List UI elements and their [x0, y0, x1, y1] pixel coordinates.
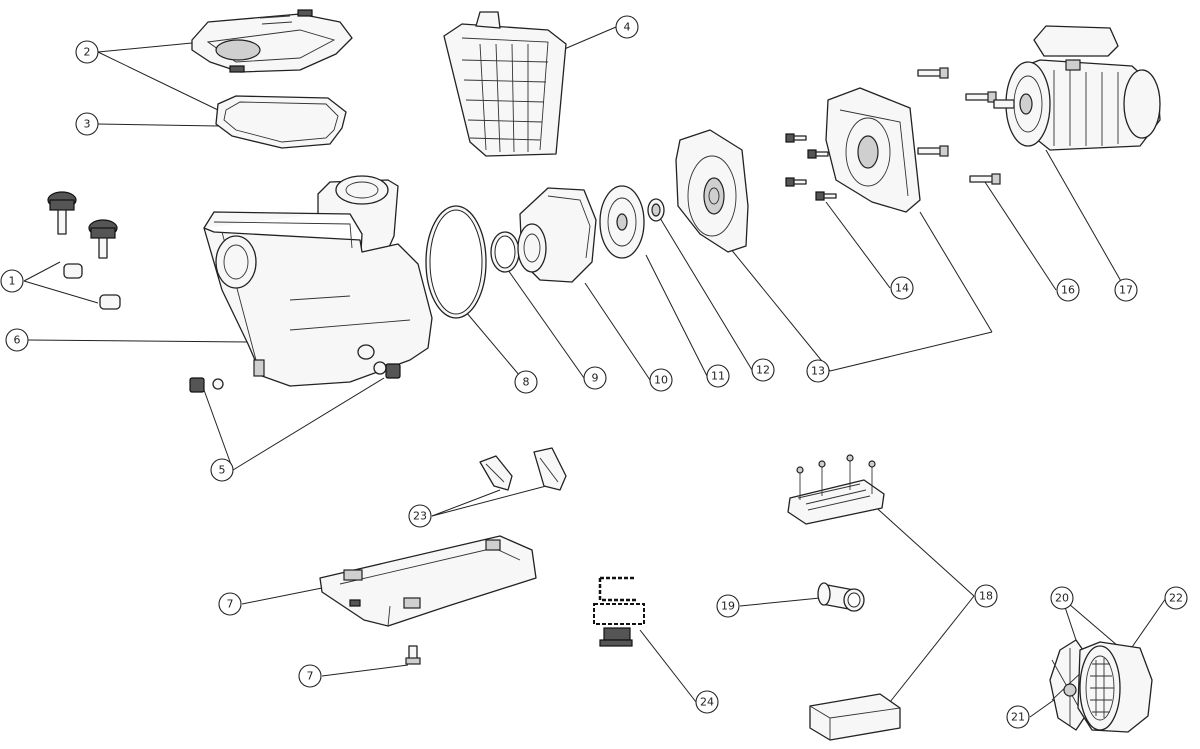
callout-24: 24: [695, 690, 719, 714]
callout-14-label: 14: [895, 282, 909, 295]
callout-11: 11: [706, 364, 730, 388]
electric-motor: [993, 25, 1161, 151]
knob-bolts: [47, 191, 121, 310]
callout-18-label: 18: [979, 590, 993, 603]
callout-6: 6: [5, 328, 29, 352]
callout-10-label: 10: [654, 374, 668, 387]
callout-2: 2: [75, 40, 99, 64]
callout-1-label: 1: [9, 275, 16, 288]
callout-22-label: 22: [1169, 592, 1183, 605]
callout-11-label: 11: [711, 370, 725, 383]
callout-3-label: 3: [84, 118, 91, 131]
o-ring-large: [425, 205, 487, 319]
callout-16: 16: [1056, 278, 1080, 302]
callout-21: 21: [1006, 705, 1030, 729]
callout-18: 18: [974, 584, 998, 608]
callout-17: 17: [1114, 278, 1138, 302]
callout-7-base: 7: [218, 592, 242, 616]
callout-13: 13: [806, 359, 830, 383]
pump-housing: [203, 175, 433, 387]
capacitor: [593, 576, 645, 647]
leader-lines: [23, 26, 1167, 718]
callout-7-screw: 7: [298, 664, 322, 688]
callout-23-label: 23: [413, 510, 427, 523]
adapter-screws: [785, 67, 1001, 201]
terminal-box: [809, 693, 901, 741]
callout-12-label: 12: [756, 364, 770, 377]
drain-plugs: [189, 361, 401, 393]
strainer-lid: [191, 9, 353, 73]
callout-10: 10: [649, 368, 673, 392]
terminal-cover: [787, 454, 885, 525]
diffuser: [517, 187, 597, 283]
callout-14: 14: [890, 276, 914, 300]
bearing-sleeve: [817, 582, 865, 612]
lid-gasket: [215, 95, 347, 149]
motor-adapter: [825, 87, 921, 213]
callout-19: 19: [716, 594, 740, 618]
callout-9: 9: [583, 366, 607, 390]
callout-4: 4: [615, 15, 639, 39]
callout-6-label: 6: [14, 334, 21, 347]
callout-2-label: 2: [84, 46, 91, 59]
callout-7-screw-label: 7: [307, 670, 314, 683]
base-screw: [405, 645, 421, 665]
callout-12: 12: [751, 358, 775, 382]
callouts: 1 2 3 4 5 6 7 7: [0, 15, 1188, 729]
callout-23: 23: [408, 504, 432, 528]
callout-8-label: 8: [523, 376, 530, 389]
callout-5-label: 5: [219, 464, 226, 477]
callout-17-label: 17: [1119, 284, 1133, 297]
seal-plate: [675, 129, 749, 253]
callout-22: 22: [1164, 586, 1188, 610]
impeller: [599, 185, 645, 259]
callout-20-label: 20: [1055, 592, 1069, 605]
callout-9-label: 9: [592, 372, 599, 385]
fan-cover: [1077, 641, 1153, 733]
pump-base: [319, 535, 537, 627]
shaft-seal: [647, 198, 665, 222]
callout-19-label: 19: [721, 600, 735, 613]
callout-1: 1: [0, 269, 24, 293]
callout-13-label: 13: [811, 365, 825, 378]
callout-8: 8: [514, 370, 538, 394]
o-ring-small: [490, 231, 520, 273]
callout-16-label: 16: [1061, 284, 1075, 297]
callout-4-label: 4: [624, 21, 631, 34]
callout-24-label: 24: [700, 696, 714, 709]
callout-20: 20: [1050, 586, 1074, 610]
callout-7-base-label: 7: [227, 598, 234, 611]
strainer-basket: [443, 11, 567, 157]
callout-21-label: 21: [1011, 711, 1025, 724]
mounting-wedges: [479, 447, 567, 491]
callout-5: 5: [210, 458, 234, 482]
callout-3: 3: [75, 112, 99, 136]
